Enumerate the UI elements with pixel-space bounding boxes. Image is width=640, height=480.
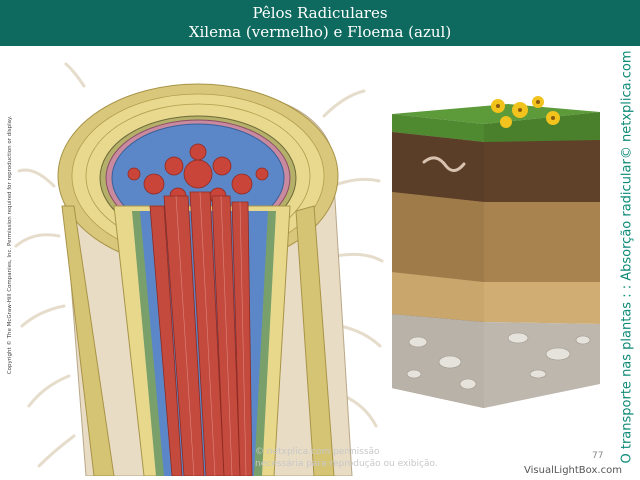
xylem-top — [127, 143, 269, 205]
page-subtitle: Xilema (vermelho) e Floema (azul) — [188, 23, 452, 41]
page-title: Pêlos Radiculares — [252, 4, 388, 22]
header-bar: Pêlos Radiculares Xilema (vermelho) e Fl… — [0, 0, 640, 46]
side-caption: O transporte nas plantas : : Absorção ra… — [617, 50, 637, 480]
root-cross-section-illustration — [14, 62, 384, 476]
soil-block-illustration — [392, 96, 600, 408]
watermark-line-1: © netxplica.com permissão — [255, 447, 380, 457]
xylem-strands — [149, 191, 253, 476]
watermark: © netxplica.com permissão necessária par… — [255, 446, 438, 470]
watermark-line-2: necessária para reprodução ou exibição. — [255, 459, 438, 469]
side-caption-text: O transporte nas plantas : : Absorção ra… — [619, 50, 635, 464]
site-credit[interactable]: VisualLightBox.com — [524, 465, 622, 476]
yellow-flowers — [491, 96, 560, 128]
copyright-text: Copyright © The McGraw-Hill Companies, I… — [7, 115, 13, 375]
page-number: 77 — [592, 451, 604, 461]
root-hairs — [14, 62, 384, 468]
copyright-notice: Copyright © The McGraw-Hill Companies, I… — [0, 96, 13, 396]
